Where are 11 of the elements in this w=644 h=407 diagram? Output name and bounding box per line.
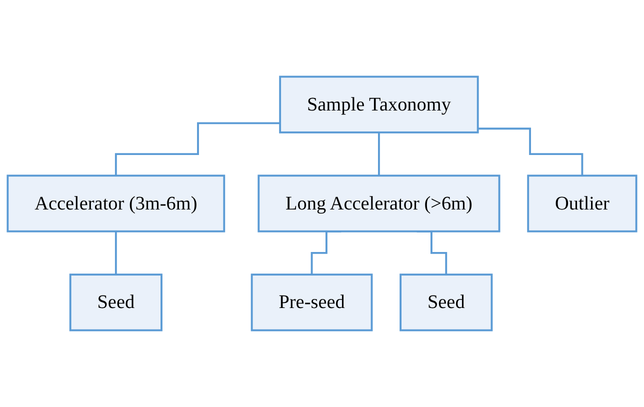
node-box: Sample Taxonomy (279, 76, 479, 134)
node-box: Pre-seed (250, 274, 373, 332)
connector (114, 230, 117, 276)
connector (478, 128, 584, 177)
connector (114, 122, 280, 177)
node-box: Accelerator (3m-6m) (6, 174, 226, 232)
node-box: Outlier (527, 174, 638, 232)
node-box: Seed (69, 274, 162, 332)
node-box: Seed (400, 274, 493, 332)
connector (378, 131, 380, 177)
node-box: Long Accelerator (>6m) (258, 174, 500, 232)
